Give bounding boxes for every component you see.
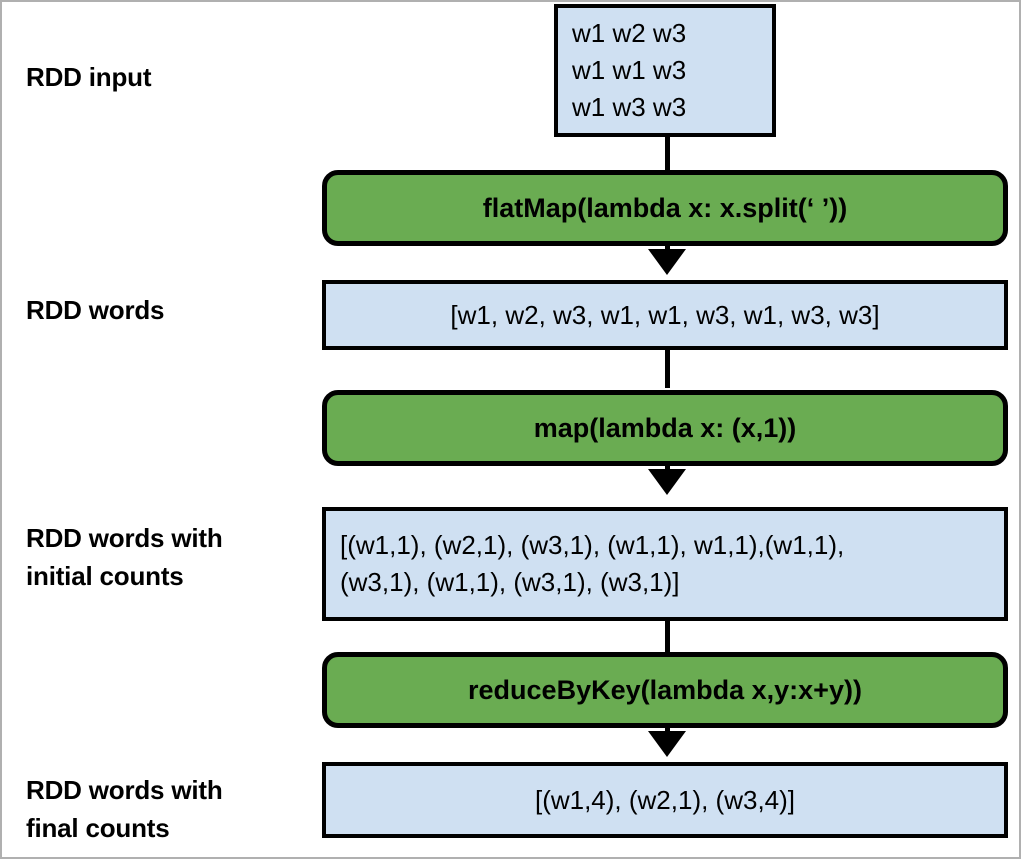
node-rdd-words-final-counts: [(w1,4), (w2,1), (w3,4)] xyxy=(322,762,1008,838)
row-label-line-1: RDD words with xyxy=(26,775,223,805)
node-operation-flatmap[interactable]: flatMap(lambda x: x.split(‘ ’)) xyxy=(322,170,1008,246)
row-label-line-1: RDD words with xyxy=(26,523,223,553)
row-label-line-2: final counts xyxy=(26,812,170,843)
row-label-rdd-words-initial-counts: RDD words with initial counts xyxy=(26,520,306,595)
node-rdd-input: w1 w2 w3 w1 w1 w3 w1 w3 w3 xyxy=(554,4,776,137)
node-rdd-input-text: w1 w2 w3 w1 w1 w3 w1 w3 w3 xyxy=(572,18,687,122)
node-operation-reducebykey[interactable]: reduceByKey(lambda x,y:x+y)) xyxy=(322,652,1008,728)
node-operation-map-label: map(lambda x: (x,1)) xyxy=(533,412,797,443)
row-label-line-2: initial counts xyxy=(26,560,184,591)
node-rdd-words-initial-counts-text: [(w1,1), (w2,1), (w3,1), (w1,1), w1,1),(… xyxy=(340,527,844,601)
row-label-rdd-input: RDD input xyxy=(26,62,152,92)
node-rdd-words: [w1, w2, w3, w1, w1, w3, w1, w3, w3] xyxy=(322,280,1008,350)
arrowhead-map-to-words-initial-counts xyxy=(648,469,686,495)
connector-input-to-flatmap xyxy=(665,134,670,172)
node-text-line-2: (w3,1), (w1,1), (w3,1), (w3,1)] xyxy=(340,567,680,597)
node-rdd-words-initial-counts: [(w1,1), (w2,1), (w3,1), (w1,1), w1,1),(… xyxy=(322,507,1008,621)
arrowhead-flatmap-to-words xyxy=(648,249,686,275)
node-operation-reducebykey-label: reduceByKey(lambda x,y:x+y)) xyxy=(468,674,862,705)
node-operation-map[interactable]: map(lambda x: (x,1)) xyxy=(322,390,1008,466)
node-rdd-words-text: [w1, w2, w3, w1, w1, w3, w1, w3, w3] xyxy=(450,299,880,330)
connector-words-initial-counts-to-reducebykey xyxy=(665,619,670,657)
connector-words-to-map xyxy=(665,350,670,388)
node-rdd-words-final-counts-text: [(w1,4), (w2,1), (w3,4)] xyxy=(534,784,796,815)
node-operation-flatmap-label: flatMap(lambda x: x.split(‘ ’)) xyxy=(482,192,848,223)
arrowhead-reducebykey-to-words-final-counts xyxy=(648,731,686,757)
row-label-rdd-words-final-counts: RDD words with final counts xyxy=(26,772,306,847)
row-label-rdd-words: RDD words xyxy=(26,295,165,325)
node-text-line-1: [(w1,1), (w2,1), (w3,1), (w1,1), w1,1),(… xyxy=(340,530,845,561)
